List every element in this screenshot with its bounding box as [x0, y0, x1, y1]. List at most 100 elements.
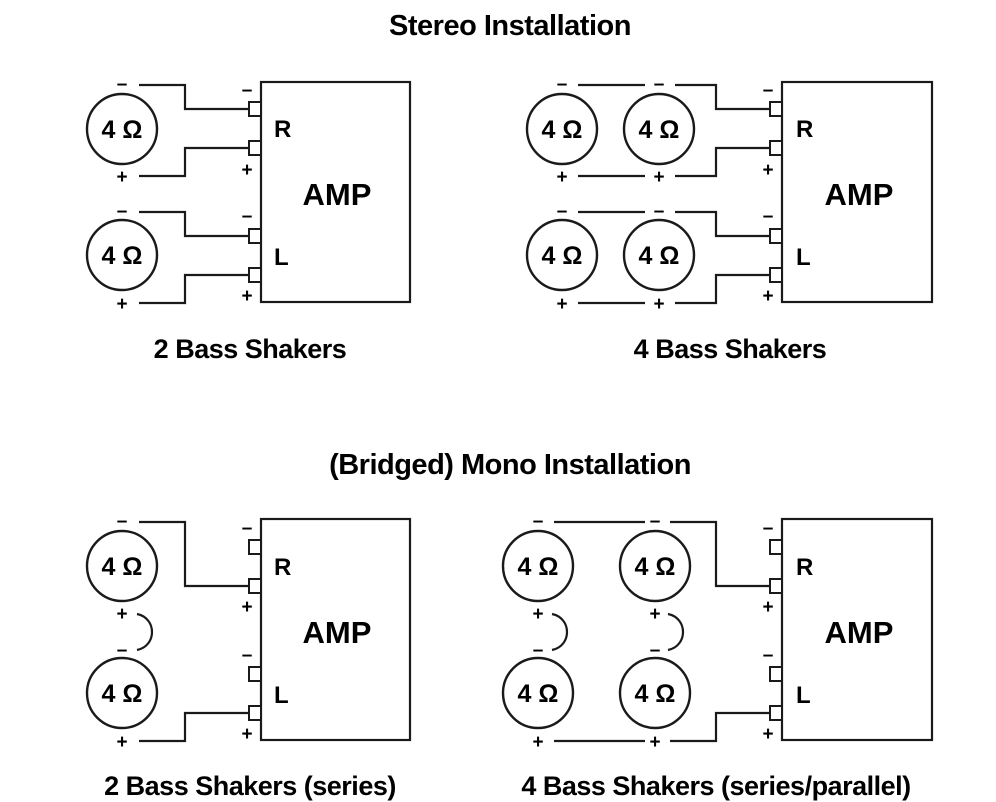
- wire: [139, 273, 249, 305]
- impedance-label: 4 Ω: [102, 553, 143, 581]
- impedance-label: 4 Ω: [635, 553, 676, 581]
- terminal: [248, 578, 262, 594]
- minus-sign: –: [557, 201, 568, 222]
- minus-sign: –: [654, 201, 665, 222]
- wire: [139, 711, 249, 743]
- impedance-label: 4 Ω: [102, 116, 143, 144]
- minus-sign: –: [117, 640, 128, 661]
- wire: [139, 146, 249, 178]
- channel-l: L: [796, 244, 811, 271]
- plus-sign: +: [116, 604, 127, 625]
- terminal: [248, 705, 262, 721]
- minus-sign: –: [242, 80, 253, 101]
- panel-stereo-4: – + – + R L AMP 4 Ω 4 Ω 4 Ω 4 Ω – – + + …: [525, 74, 934, 364]
- terminal: [769, 666, 783, 682]
- amp-box: [780, 80, 934, 304]
- channel-r: R: [274, 116, 291, 143]
- impedance-label: 4 Ω: [639, 116, 680, 144]
- minus-sign: –: [533, 511, 544, 532]
- panel-mono-4: – + – + R L AMP 4 Ω 4 Ω 4 Ω 4 Ω – – + + …: [501, 511, 934, 801]
- wire: [675, 273, 770, 305]
- terminal: [248, 228, 262, 244]
- minus-sign: –: [650, 640, 661, 661]
- terminal: [248, 101, 262, 117]
- minus-sign: –: [763, 518, 774, 539]
- impedance-label: 4 Ω: [102, 680, 143, 708]
- plus-sign: +: [556, 167, 567, 188]
- minus-sign: –: [763, 645, 774, 666]
- plus-sign: +: [653, 294, 664, 315]
- caption-mono-2: 2 Bass Shakers (series): [104, 771, 396, 801]
- wire: [675, 210, 770, 238]
- terminal: [248, 666, 262, 682]
- amp-box: [259, 517, 412, 742]
- channel-r: R: [796, 116, 813, 143]
- terminal: [248, 140, 262, 156]
- wire: [139, 520, 249, 588]
- panel-mono-2: – + – + R L AMP 4 Ω 4 Ω – + – + 2 Bass S…: [85, 511, 412, 801]
- wire: [139, 83, 249, 111]
- amp-label: AMP: [825, 615, 894, 650]
- plus-sign: +: [532, 732, 543, 753]
- terminal: [769, 140, 783, 156]
- plus-sign: +: [241, 724, 252, 745]
- impedance-label: 4 Ω: [542, 242, 583, 270]
- impedance-label: 4 Ω: [542, 116, 583, 144]
- bass-shaker: [525, 92, 599, 166]
- plus-sign: +: [241, 597, 252, 618]
- plus-sign: +: [762, 286, 773, 307]
- plus-sign: +: [241, 160, 252, 181]
- plus-sign: +: [116, 167, 127, 188]
- plus-sign: +: [762, 724, 773, 745]
- amp-label: AMP: [303, 615, 372, 650]
- wire: [670, 711, 770, 743]
- minus-sign: –: [533, 640, 544, 661]
- terminal: [769, 539, 783, 555]
- bass-shaker: [618, 529, 692, 603]
- plus-sign: +: [116, 294, 127, 315]
- plus-sign: +: [762, 597, 773, 618]
- channel-r: R: [796, 554, 813, 581]
- bass-shaker: [501, 656, 575, 730]
- terminal: [769, 228, 783, 244]
- amp-label: AMP: [303, 177, 372, 212]
- impedance-label: 4 Ω: [635, 680, 676, 708]
- minus-sign: –: [650, 511, 661, 532]
- caption-stereo-2: 2 Bass Shakers: [154, 334, 347, 364]
- bass-shaker: [618, 656, 692, 730]
- channel-r: R: [274, 554, 291, 581]
- impedance-label: 4 Ω: [518, 553, 559, 581]
- impedance-label: 4 Ω: [102, 242, 143, 270]
- bass-shaker: [85, 92, 159, 166]
- plus-sign: +: [649, 604, 660, 625]
- caption-stereo-4: 4 Bass Shakers: [634, 334, 827, 364]
- minus-sign: –: [117, 74, 128, 95]
- bass-shaker: [85, 529, 159, 603]
- minus-sign: –: [242, 645, 253, 666]
- plus-sign: +: [762, 160, 773, 181]
- plus-sign: +: [116, 732, 127, 753]
- bass-shaker: [501, 529, 575, 603]
- amp-box: [780, 517, 934, 742]
- terminal: [248, 267, 262, 283]
- bass-shaker: [622, 92, 696, 166]
- bass-shaker: [85, 218, 159, 292]
- amp-box: [259, 80, 412, 304]
- wire: [670, 520, 770, 588]
- panel-stereo-2: – + – + R L AMP 4 Ω 4 Ω – + – + 2 Bass S…: [85, 74, 412, 364]
- channel-l: L: [274, 244, 289, 271]
- wire: [139, 210, 249, 238]
- minus-sign: –: [242, 206, 253, 227]
- bass-shaker: [85, 656, 159, 730]
- series-jumper: [136, 612, 153, 652]
- impedance-label: 4 Ω: [518, 680, 559, 708]
- terminal: [248, 539, 262, 555]
- caption-mono-4: 4 Bass Shakers (series/parallel): [521, 771, 910, 801]
- series-jumper: [551, 612, 568, 652]
- terminal: [769, 578, 783, 594]
- terminal: [769, 101, 783, 117]
- stereo-title: Stereo Installation: [389, 10, 631, 42]
- minus-sign: –: [763, 206, 774, 227]
- mono-title: (Bridged) Mono Installation: [329, 449, 691, 481]
